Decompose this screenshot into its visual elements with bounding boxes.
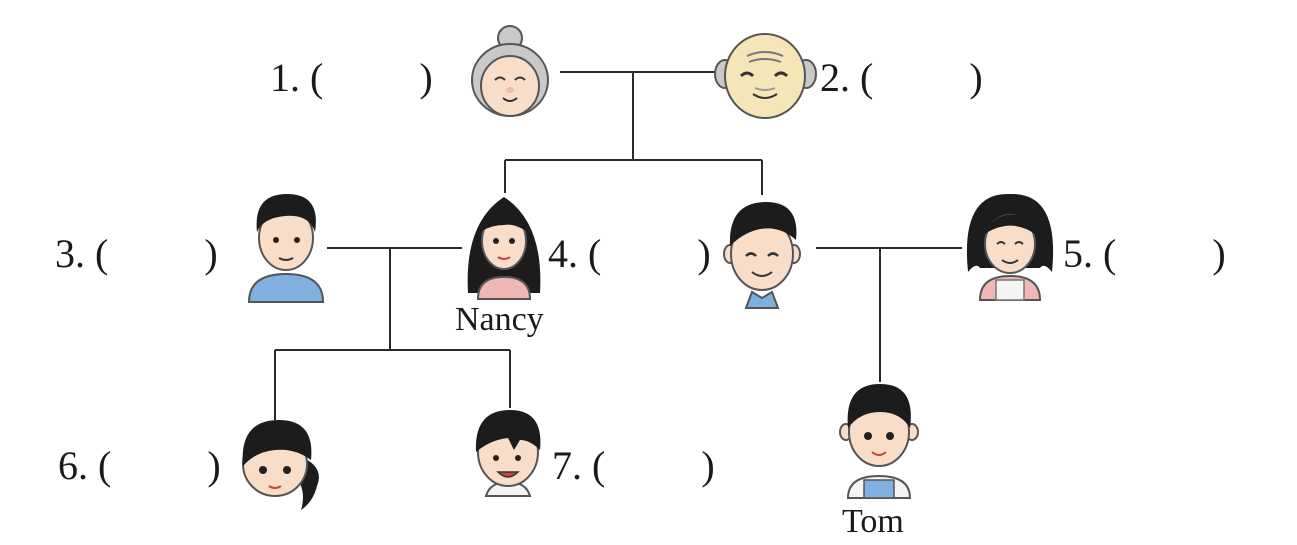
close-paren: ) [701, 443, 715, 488]
close-paren: ) [969, 55, 983, 100]
boy-avatar-icon [468, 408, 548, 498]
blank-3: 3. () [55, 234, 218, 274]
open-paren: ( [860, 55, 874, 100]
blank-number: 4. [548, 231, 578, 276]
open-paren: ( [588, 231, 602, 276]
blank-1: 1. () [270, 58, 433, 98]
blank-2: 2. () [820, 58, 983, 98]
close-paren: ) [697, 231, 711, 276]
woman-apron-avatar-icon [962, 190, 1058, 302]
girl-ponytail-avatar-icon [235, 416, 325, 510]
close-paren: ) [207, 443, 221, 488]
close-paren: ) [204, 231, 218, 276]
blank-number: 1. [270, 55, 300, 100]
woman-long-hair-avatar-icon [462, 193, 546, 301]
open-paren: ( [310, 55, 324, 100]
open-paren: ( [98, 443, 112, 488]
man-blue-shirt-avatar-icon [245, 190, 327, 305]
blank-number: 2. [820, 55, 850, 100]
blank-5: 5. () [1063, 234, 1226, 274]
open-paren: ( [1103, 231, 1117, 276]
blank-number: 3. [55, 231, 85, 276]
blank-number: 6. [58, 443, 88, 488]
close-paren: ) [419, 55, 433, 100]
close-paren: ) [1212, 231, 1226, 276]
name-nancy: Nancy [455, 301, 544, 338]
grandmother-avatar-icon [465, 22, 555, 120]
grandfather-avatar-icon [713, 30, 818, 120]
blank-6: 6. () [58, 446, 221, 486]
blank-4: 4. () [548, 234, 711, 274]
name-tom: Tom [842, 503, 904, 540]
open-paren: ( [95, 231, 109, 276]
blank-number: 7. [552, 443, 582, 488]
open-paren: ( [592, 443, 606, 488]
man-smiling-avatar-icon [720, 200, 804, 310]
tom-avatar-icon [838, 382, 920, 500]
blank-number: 5. [1063, 231, 1093, 276]
blank-7: 7. () [552, 446, 715, 486]
